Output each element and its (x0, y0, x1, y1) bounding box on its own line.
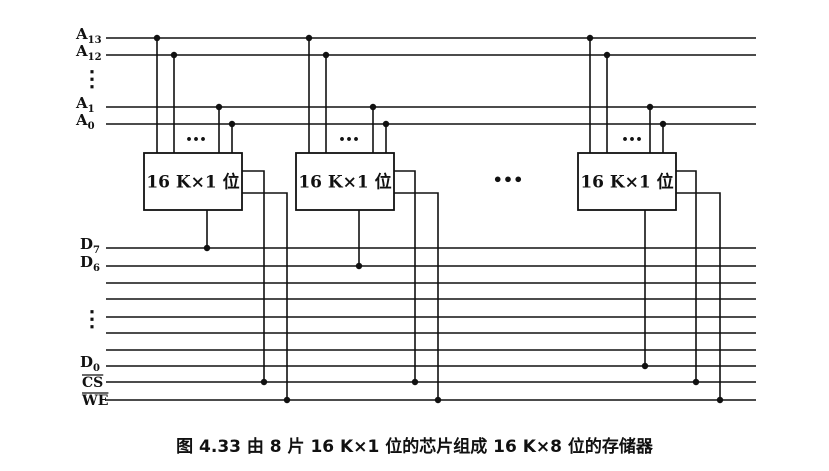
junction-dot (322, 51, 330, 59)
data-vertical-ellipsis: ⋮ (81, 306, 103, 332)
junction-dot (355, 262, 363, 270)
figure-caption: 图 4.33 由 8 片 16 K×1 位的芯片组成 16 K×8 位的存储器 (176, 437, 653, 457)
address-ellipsis: ••• (621, 133, 642, 146)
junction-dot (369, 103, 377, 111)
junction-dot (305, 34, 313, 42)
bus-lines (106, 37, 756, 401)
junction-dot (228, 120, 236, 128)
junction-dot (603, 51, 611, 59)
junction-dot (659, 120, 667, 128)
address-label-a1: A1 (75, 94, 95, 115)
cs-tap (676, 170, 697, 382)
we-tap (394, 192, 439, 400)
memory-chip: 16 K×1 位 (577, 152, 677, 211)
chip-label: 16 K×1 位 (146, 172, 239, 193)
chip-wiring (156, 38, 721, 400)
we-label: WE (81, 393, 108, 409)
junction-dot (153, 34, 161, 42)
address-label-a12: A12 (75, 42, 102, 63)
address-label-a0: A0 (75, 111, 95, 132)
junction-dot (411, 378, 419, 386)
data-label-d6: D6 (80, 253, 100, 274)
data-label-d7: D7 (80, 235, 100, 256)
junction-dot (382, 120, 390, 128)
data-label-d0: D0 (80, 353, 100, 374)
address-vertical-ellipsis: ⋮ (81, 66, 103, 92)
address-ellipsis: ••• (185, 133, 206, 146)
ellipsis-between-chips: ••• (493, 170, 524, 189)
junction-dot (215, 103, 223, 111)
junction-dot (260, 378, 268, 386)
address-label-a13: A13 (75, 25, 102, 46)
junction-dot (203, 244, 211, 252)
junction-dot (692, 378, 700, 386)
we-tap (242, 192, 288, 400)
cs-label: CS (82, 375, 103, 391)
junction-dot (586, 34, 594, 42)
junction-dots (153, 34, 724, 404)
chip-label: 16 K×1 位 (298, 172, 391, 193)
junction-dot (170, 51, 178, 59)
junction-dot (283, 396, 291, 404)
cs-tap (394, 170, 416, 382)
chips: 16 K×1 位 ••• 16 K×1 位 ••• 16 K×1 位 ••• (143, 133, 677, 211)
cs-tap (242, 170, 265, 382)
junction-dot (641, 362, 649, 370)
address-ellipsis: ••• (338, 133, 359, 146)
chip-label: 16 K×1 位 (580, 172, 673, 193)
memory-chip: 16 K×1 位 (143, 152, 243, 211)
we-tap (676, 192, 721, 400)
junction-dot (716, 396, 724, 404)
junction-dot (434, 396, 442, 404)
memory-chip: 16 K×1 位 (295, 152, 395, 211)
junction-dot (646, 103, 654, 111)
